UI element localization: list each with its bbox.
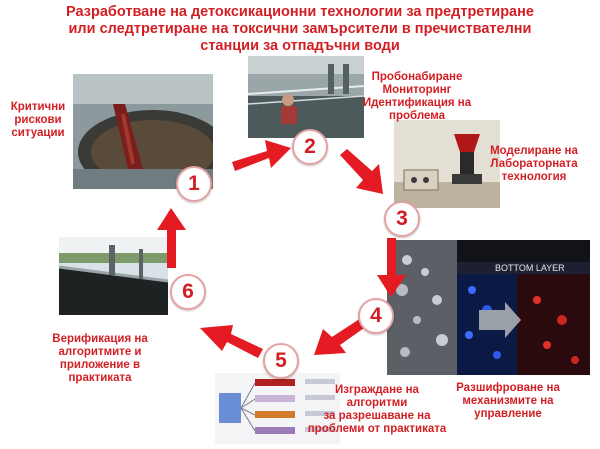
step-4-line: Разшифроване на bbox=[448, 382, 568, 395]
arrow-2-to-3 bbox=[340, 149, 383, 194]
step-2-line: Мониторинг bbox=[356, 84, 478, 97]
step-5-number: 5 bbox=[263, 343, 299, 379]
step-3-label: Моделиране на Лабораторната технология bbox=[488, 145, 580, 184]
step-2-number: 2 bbox=[292, 129, 328, 165]
step-6-line: практиката bbox=[38, 372, 162, 385]
step-4-number: 4 bbox=[358, 298, 394, 334]
step-5-line: Изграждане на bbox=[292, 384, 462, 397]
step-2-line: Пробонабиране bbox=[356, 71, 478, 84]
step-4-line: механизмите на bbox=[448, 395, 568, 408]
arrow-5-to-6 bbox=[200, 325, 263, 358]
arrow-6-to-1 bbox=[157, 208, 186, 268]
step-5-line: алгоритми bbox=[292, 397, 462, 410]
step-3-line: Моделиране на bbox=[488, 145, 580, 158]
step-3-number: 3 bbox=[384, 201, 420, 237]
step-6-number: 6 bbox=[170, 274, 206, 310]
step-6-line: Верификация на bbox=[38, 333, 162, 346]
step-1-line: ситуации bbox=[6, 127, 70, 140]
step-5-line: проблеми от практиката bbox=[292, 423, 462, 436]
step-5-line: за разрешаване на bbox=[292, 410, 462, 423]
step-2-line: Идентификация на bbox=[356, 97, 478, 110]
arrow-1-to-2 bbox=[232, 140, 291, 171]
step-6-line: алгоритмите и bbox=[38, 346, 162, 359]
step-4-label: Разшифроване на механизмите на управлени… bbox=[448, 382, 568, 421]
step-4-line: управление bbox=[448, 408, 568, 421]
step-2-label: Пробонабиране Мониторинг Идентификация н… bbox=[356, 71, 478, 123]
step-6-label: Верификация на алгоритмите и приложение … bbox=[38, 333, 162, 385]
step-6-line: приложение в bbox=[38, 359, 162, 372]
step-3-line: технология bbox=[488, 171, 580, 184]
step-1-line: Критични bbox=[6, 101, 70, 114]
step-5-label: Изграждане на алгоритми за разрешаване н… bbox=[292, 384, 462, 436]
step-3-line: Лабораторната bbox=[488, 158, 580, 171]
step-1-number: 1 bbox=[176, 166, 212, 202]
step-1-line: рискови bbox=[6, 114, 70, 127]
step-1-label: Критични рискови ситуации bbox=[6, 101, 70, 140]
step-2-line: проблема bbox=[356, 110, 478, 123]
arrow-3-to-4 bbox=[377, 238, 406, 297]
